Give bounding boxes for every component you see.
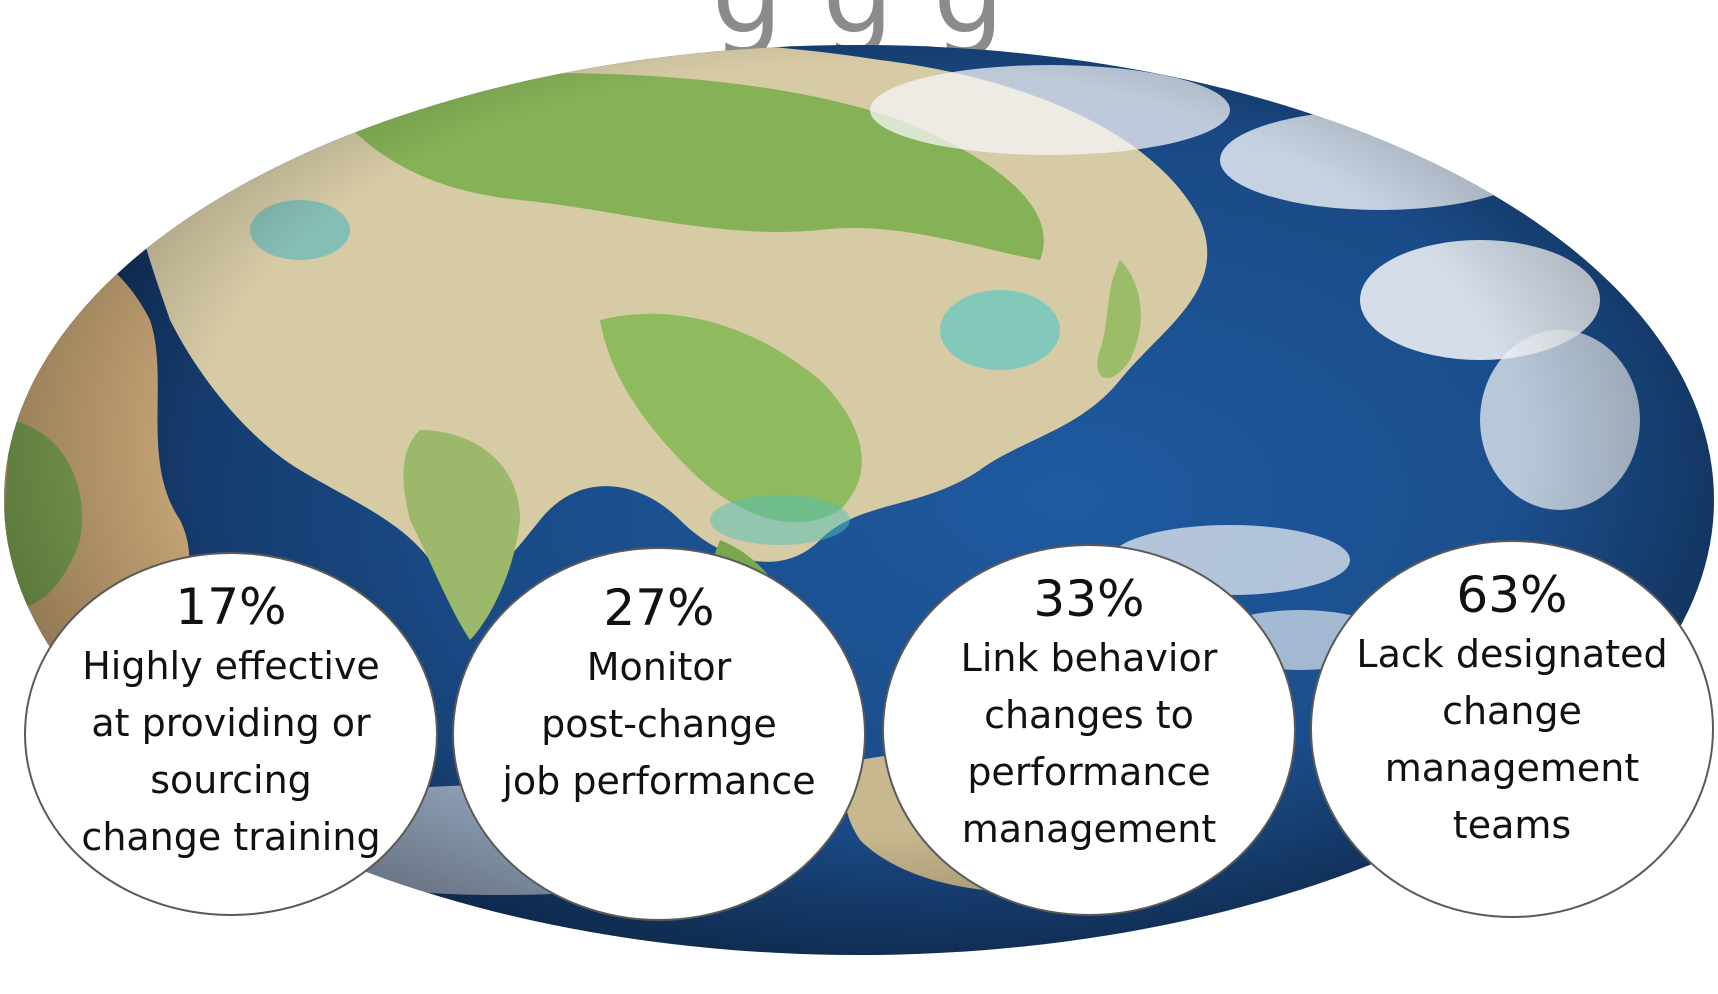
stat-circle-monitor: 27% Monitor post-change job performance bbox=[452, 547, 866, 921]
stat-label-line: Monitor bbox=[586, 645, 732, 689]
stat-value: 27% bbox=[603, 579, 715, 637]
stat-label-line: job performance bbox=[502, 759, 816, 803]
stat-label-line: change training bbox=[81, 815, 381, 859]
stat-label-line: at providing or bbox=[91, 701, 371, 745]
stat-label-line: changes to bbox=[984, 693, 1194, 737]
stat-label-line: Lack designated bbox=[1356, 632, 1668, 676]
stat-circle-change-teams: 63% Lack designated change management te… bbox=[1310, 540, 1714, 918]
stat-value: 63% bbox=[1456, 566, 1568, 624]
stat-label-line: change bbox=[1442, 689, 1582, 733]
stat-label-line: post-change bbox=[541, 702, 777, 746]
stat-value: 33% bbox=[1033, 570, 1145, 628]
stat-label-line: performance bbox=[967, 750, 1211, 794]
slide-title-fragment: g g g bbox=[0, 0, 1718, 50]
stat-label-line: Highly effective bbox=[82, 644, 380, 688]
stat-circle-link-behavior: 33% Link behavior changes to performance… bbox=[882, 544, 1296, 916]
stat-label-line: Link behavior bbox=[960, 636, 1218, 680]
stat-circle-training: 17% Highly effective at providing or sou… bbox=[24, 552, 438, 916]
stat-label-line: teams bbox=[1452, 803, 1572, 847]
stat-value: 17% bbox=[175, 578, 287, 636]
stat-label-line: management bbox=[961, 807, 1217, 851]
stat-label-line: sourcing bbox=[150, 758, 312, 802]
stat-label-line: management bbox=[1384, 746, 1640, 790]
